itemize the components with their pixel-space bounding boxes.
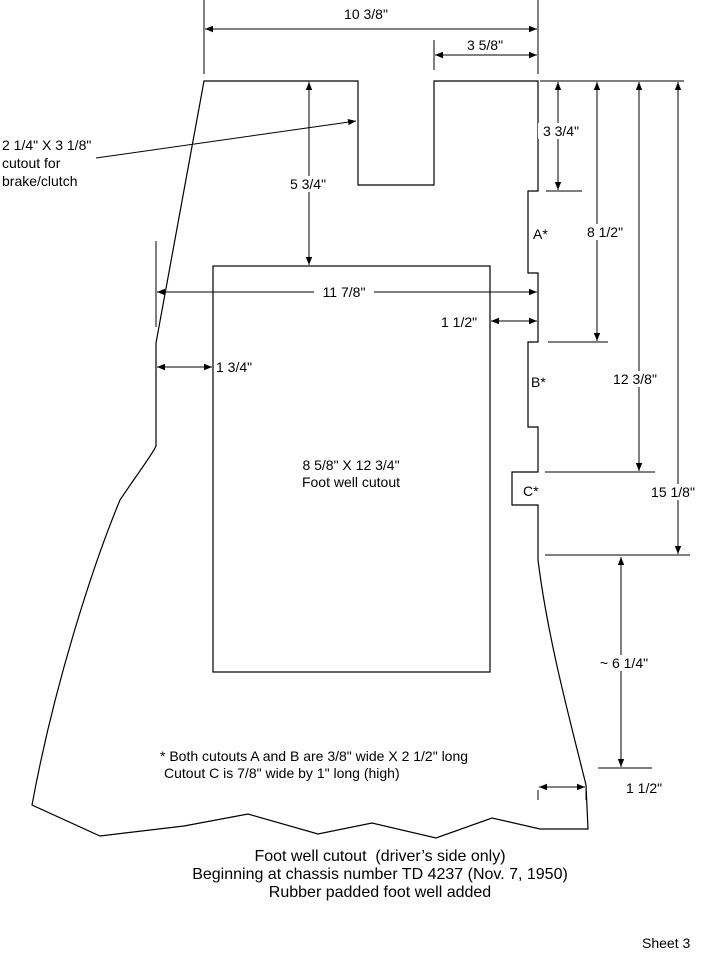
footnote-line1: * Both cutouts A and B are 3/8" wide X 2… [160, 748, 469, 764]
footwell-cutout-rect [212, 265, 491, 673]
label-notch-depth: 5 3/4" [278, 176, 338, 192]
label-cutout-A: A* [533, 226, 548, 242]
label-cutout-B: B* [531, 374, 546, 390]
label-cutout-C: C* [523, 483, 539, 499]
caption-line2: Beginning at chassis number TD 4237 (Nov… [192, 866, 568, 883]
drawing-caption: Foot well cutout (driver’s side only) Be… [130, 848, 630, 902]
leader-brake-cutout [95, 118, 357, 159]
sheet-number: Sheet 3 [642, 935, 691, 951]
extension-lines [155, 0, 690, 800]
caption-line1: Foot well cutout (driver’s side only) [254, 848, 506, 865]
label-notch-width: 3 5/8" [455, 37, 515, 53]
footnote: * Both cutouts A and B are 3/8" wide X 2… [160, 748, 468, 782]
label-bottom-step: 1 1/2" [626, 780, 663, 796]
label-left-margin: 1 3/4" [216, 359, 253, 375]
caption-line3: Rubber padded foot well added [268, 884, 492, 901]
footnote-line2: Cutout C is 7/8" wide by 1" long (high) [164, 765, 400, 781]
label-to-C: 12 3/8" [604, 371, 666, 387]
label-to-B: 8 1/2" [580, 224, 630, 240]
dimension-lines [95, 25, 682, 791]
label-overall-width: 10 3/8" [344, 6, 388, 22]
label-brake-cutout-text2: brake/clutch [2, 173, 78, 189]
label-footwell-text: Foot well cutout [301, 474, 401, 490]
label-lower-height: ~ 6 1/4" [596, 655, 652, 671]
label-full-height: 15 1/8" [645, 484, 701, 500]
label-to-A: 3 3/4" [538, 123, 584, 139]
label-brake-cutout-text1: cutout for [2, 155, 61, 171]
label-footwell-size: 8 5/8" X 12 3/4" [302, 457, 400, 473]
label-right-margin: 1 1/2" [441, 314, 478, 330]
label-brake-cutout-size: 2 1/4" X 3 1/8" [2, 137, 92, 153]
label-width-at-cutout: 11 7/8" [314, 284, 374, 300]
panel-outline [31, 80, 589, 839]
